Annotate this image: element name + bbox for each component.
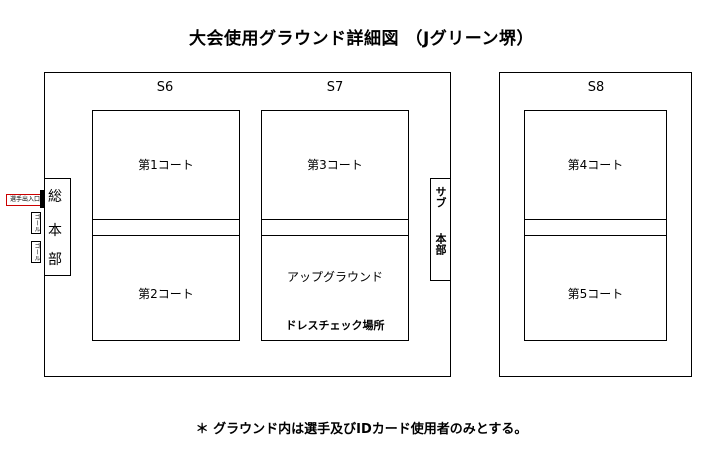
court-5-label: 第5コート <box>567 287 624 301</box>
court-block-3-up <box>261 110 409 341</box>
footnote: ＊ グラウンド内は選手及びIDカード使用者のみとする。 <box>195 422 528 437</box>
court-divider <box>261 219 409 220</box>
headquarters-box <box>44 178 71 276</box>
court-divider <box>524 219 667 220</box>
sub-headquarters-box <box>430 178 451 281</box>
goal-label: ゴール <box>31 212 41 234</box>
sub-headquarters-label: サブ <box>434 186 447 208</box>
court-divider <box>92 219 240 220</box>
court-block-1-2 <box>92 110 240 341</box>
section-label-s8: S8 <box>587 80 605 95</box>
section-label-s7: S7 <box>326 80 344 95</box>
court-1-label: 第1コート <box>138 158 194 172</box>
court-divider <box>524 235 667 236</box>
section-label-s6: S6 <box>156 80 174 95</box>
headquarters-char: 部 <box>48 252 62 268</box>
dress-check-label: ドレスチェック場所 <box>285 319 385 332</box>
court-divider <box>261 235 409 236</box>
entrance-label: 選手出入口 <box>6 194 44 206</box>
headquarters-char: 本 <box>48 223 62 239</box>
goal-label: ゴール <box>31 241 41 263</box>
court-4-label: 第4コート <box>567 158 624 172</box>
court-3-label: 第3コート <box>307 158 363 172</box>
sub-headquarters-label: 本部 <box>434 233 447 255</box>
headquarters-char: 総 <box>48 189 62 205</box>
court-2-label: 第2コート <box>138 287 194 301</box>
court-block-4-5 <box>524 110 667 341</box>
entrance-gate <box>40 190 45 208</box>
page-title: 大会使用グラウンド詳細図 （Jグリーン堺） <box>189 29 534 49</box>
court-divider <box>92 235 240 236</box>
up-ground-label: アップグラウンド <box>286 270 383 284</box>
